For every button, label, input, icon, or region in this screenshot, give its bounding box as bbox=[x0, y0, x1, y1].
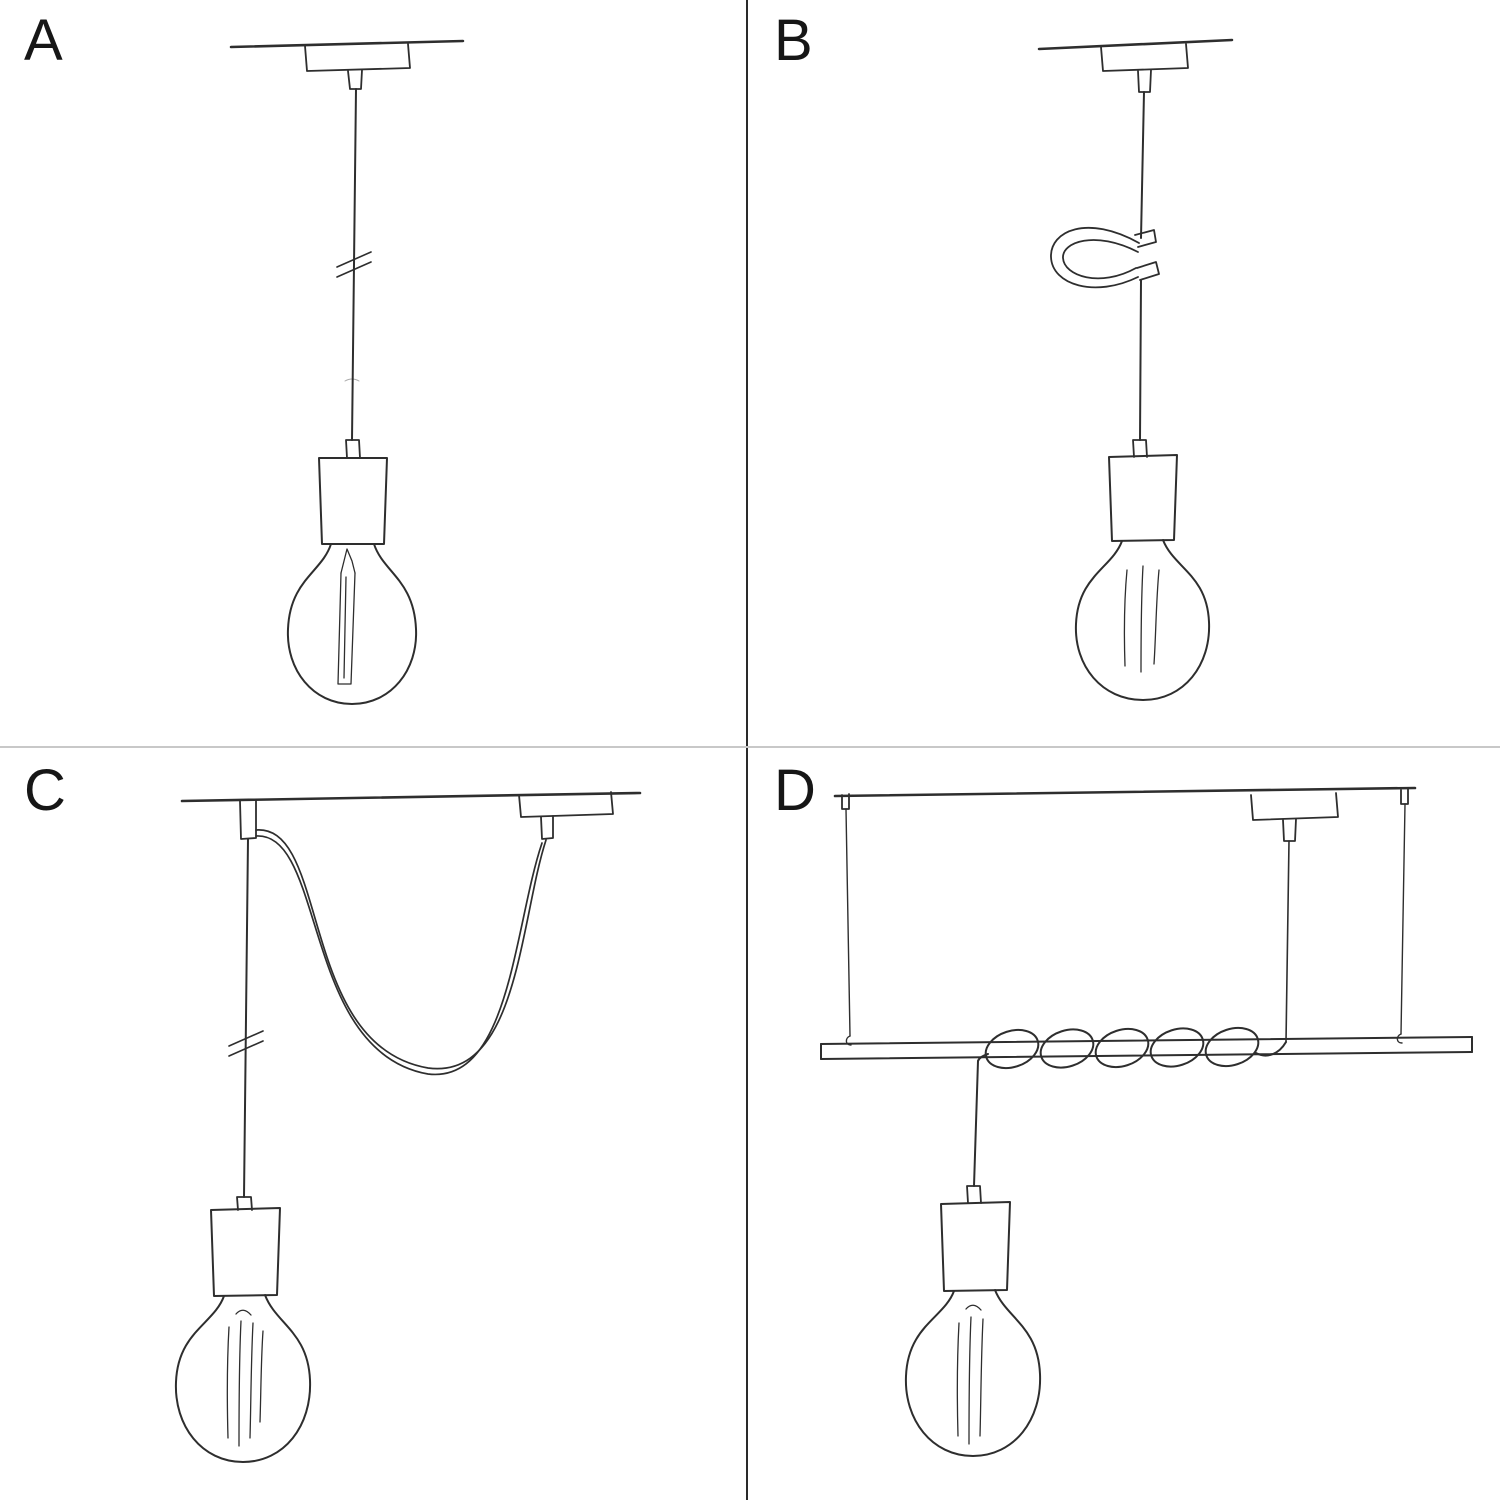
panel-c: C bbox=[0, 750, 750, 1500]
panel-a: A bbox=[0, 0, 750, 750]
ceiling-line bbox=[229, 39, 465, 49]
right-suspension-cable bbox=[1396, 788, 1409, 1044]
bulb-filament bbox=[1123, 565, 1160, 673]
left-suspension-cable bbox=[841, 793, 852, 1046]
panel-label-a: A bbox=[24, 8, 64, 73]
panel-label-c: C bbox=[24, 758, 67, 823]
panel-label-b: B bbox=[774, 8, 814, 73]
swag-hook bbox=[239, 799, 257, 840]
light-bulb bbox=[286, 543, 418, 705]
lamp-holder bbox=[210, 1196, 281, 1297]
cable-clip-loop bbox=[1050, 227, 1160, 289]
ceiling-rose bbox=[518, 791, 614, 840]
coiled-cable bbox=[977, 1026, 1287, 1070]
lamp-holder bbox=[318, 439, 388, 545]
bulb-filament bbox=[226, 1309, 264, 1447]
ceiling-rose bbox=[304, 43, 411, 90]
center-cable bbox=[1285, 840, 1290, 1043]
sketch-straight-pendant bbox=[229, 39, 465, 705]
divider-horizontal bbox=[0, 746, 1500, 748]
swag-cable bbox=[255, 829, 547, 1076]
sketch-pendant-cable-clip bbox=[1037, 38, 1234, 701]
light-bulb bbox=[174, 1294, 312, 1463]
light-bulb bbox=[1074, 539, 1211, 701]
panel-d: D bbox=[750, 750, 1500, 1500]
ceiling-line bbox=[180, 791, 642, 803]
pendant-cable bbox=[973, 1060, 979, 1187]
lamp-holder bbox=[940, 1185, 1011, 1292]
divider-vertical bbox=[746, 0, 748, 1500]
panel-b: B bbox=[750, 0, 1500, 750]
ceiling-rose bbox=[1100, 43, 1189, 93]
bulb-filament bbox=[337, 548, 356, 685]
sketch-swag-pendant bbox=[174, 791, 642, 1463]
panel-label-d: D bbox=[774, 758, 817, 823]
pendant-cable bbox=[228, 838, 264, 1198]
light-bulb bbox=[904, 1289, 1042, 1457]
sketch-bar-suspension-pendant bbox=[820, 786, 1473, 1457]
ceiling-rose bbox=[1250, 792, 1339, 842]
pendant-cable bbox=[1139, 91, 1145, 441]
ceiling-line bbox=[1037, 38, 1234, 51]
wooden-bar bbox=[820, 1036, 1473, 1060]
lamp-holder bbox=[1108, 439, 1178, 542]
pendant-cable bbox=[336, 88, 372, 441]
ceiling-line bbox=[833, 786, 1417, 798]
bulb-filament bbox=[956, 1304, 984, 1445]
